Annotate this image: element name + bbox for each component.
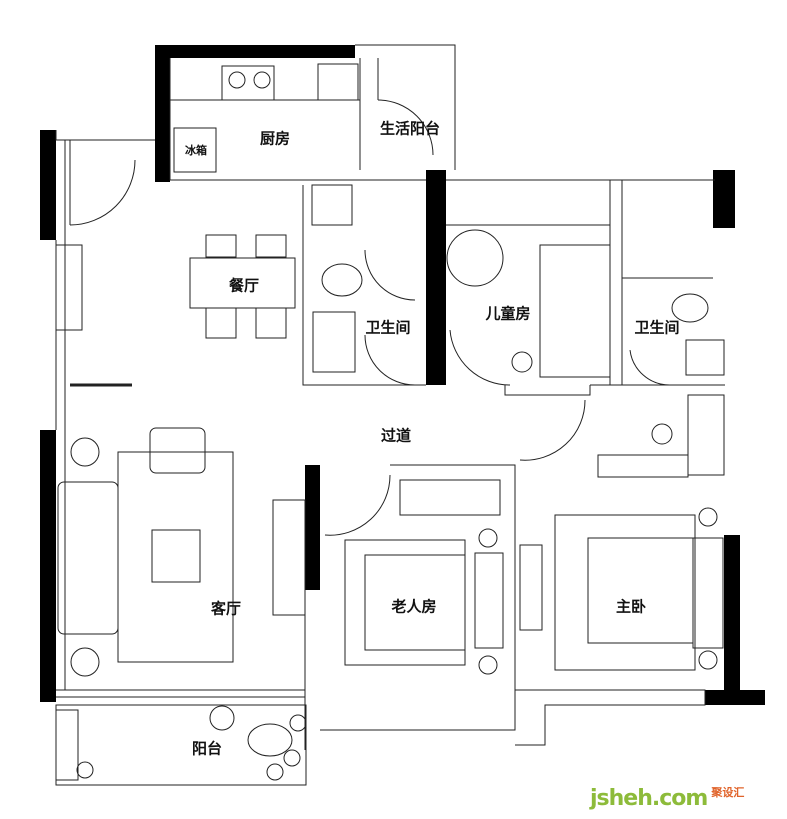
room-label-living: 客厅 <box>210 599 242 618</box>
room-label-kitchen: 厨房 <box>259 129 291 148</box>
room-label-balcony: 阳台 <box>191 739 223 758</box>
watermark-text: jsheh.com <box>590 786 708 811</box>
room-label-bathroom-1: 卫生间 <box>365 318 411 337</box>
room-label-dining: 餐厅 <box>228 276 260 295</box>
room-label-master-bedroom: 主卧 <box>615 597 647 616</box>
watermark-cn: 聚设汇 <box>711 786 745 799</box>
watermark-logo: jsheh.com 聚设汇 <box>590 786 744 812</box>
room-label-elder-room: 老人房 <box>391 597 437 616</box>
room-label-kids-room: 儿童房 <box>485 304 531 323</box>
room-label-utility-balcony: 生活阳台 <box>379 119 441 138</box>
walls <box>40 45 765 705</box>
fridge-label: 冰箱 <box>185 144 207 157</box>
thin-lines <box>55 44 725 786</box>
room-label-bathroom-2: 卫生间 <box>634 318 680 337</box>
room-label-corridor: 过道 <box>380 426 412 445</box>
